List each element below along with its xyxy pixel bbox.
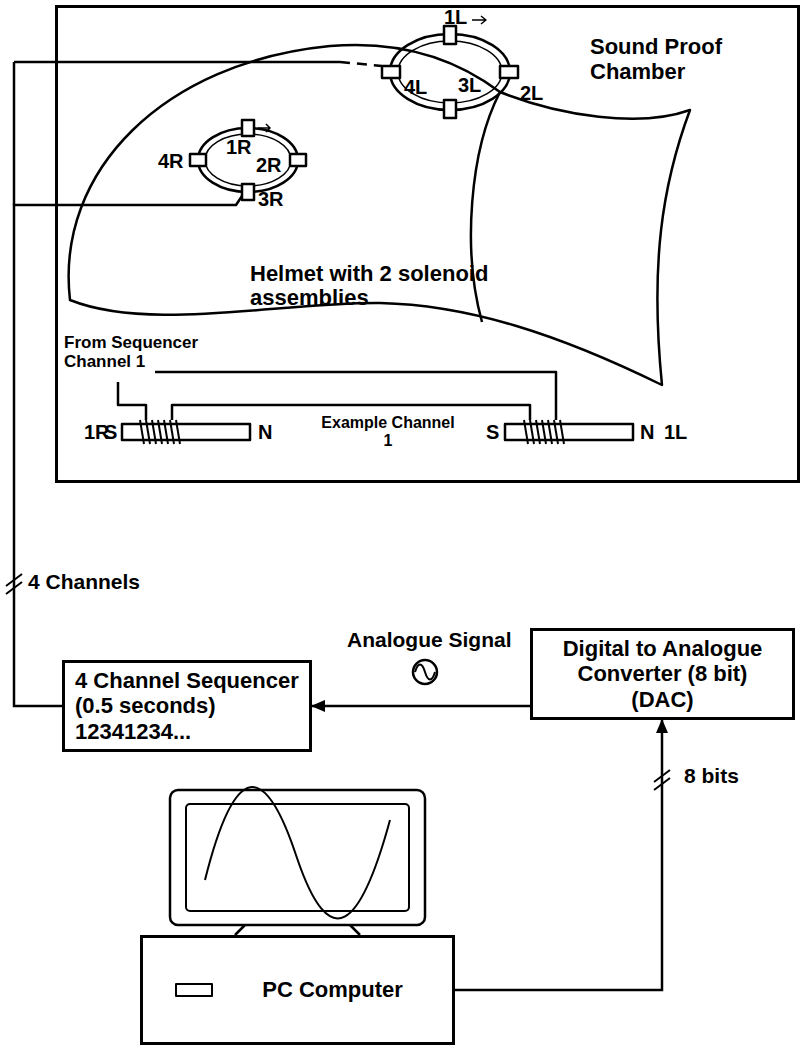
solenoid-label: 4R [158,150,184,172]
solenoid-label: 4L [404,76,427,98]
note-label: From Sequencer Channel 1 [64,334,264,371]
chamber-box: Sound Proof Chamber [55,5,800,483]
pole-label: N [258,421,272,443]
connector-label: 4 Channels [26,570,142,593]
note-label: Example Channel 1 [318,414,458,449]
pole-label: S [486,421,499,443]
solenoid-label: 1R [226,136,252,158]
dac-box: Digital to Analogue Converter (8 bit) (D… [530,628,795,720]
helmet-edge [471,92,500,322]
direction-arrow [472,16,486,24]
solenoid-label: 3R [258,188,284,210]
wire [14,61,340,64]
solenoid-label: 2R [256,154,282,176]
connector [455,720,662,990]
solenoid-label: 3L [458,74,481,96]
direction-arrow [258,124,270,132]
box-text: 4 Channel Sequencer (0.5 seconds) 123412… [75,668,299,744]
caption-label: Helmet with 2 solenoid assemblies [250,262,490,310]
sequencer-box: 4 Channel Sequencer (0.5 seconds) 123412… [62,660,312,752]
wire-hidden [340,62,382,66]
solenoid-label: 2L [520,82,543,104]
pole-label: N [640,421,654,443]
wire [55,196,242,205]
solenoid-example [118,372,633,444]
solenoid-assembly-right [190,120,306,200]
connector-label: 8 bits [682,764,741,787]
connector-label: Analogue Signal [345,628,514,651]
computer-base: PC Computer [140,935,455,1045]
connector [312,705,530,708]
pole-label: S [104,421,117,443]
box-text: Sound Proof Chamber [590,34,790,85]
box-text: PC Computer [262,977,403,1002]
computer-monitor [170,787,425,996]
solenoid-label: 1L [664,421,687,443]
box-text: Digital to Analogue Converter (8 bit) (D… [551,636,774,712]
analogue-symbol [413,660,437,684]
solenoid-label: 1L [444,6,467,28]
wire [13,62,16,205]
solenoid-assembly-left [382,26,518,118]
